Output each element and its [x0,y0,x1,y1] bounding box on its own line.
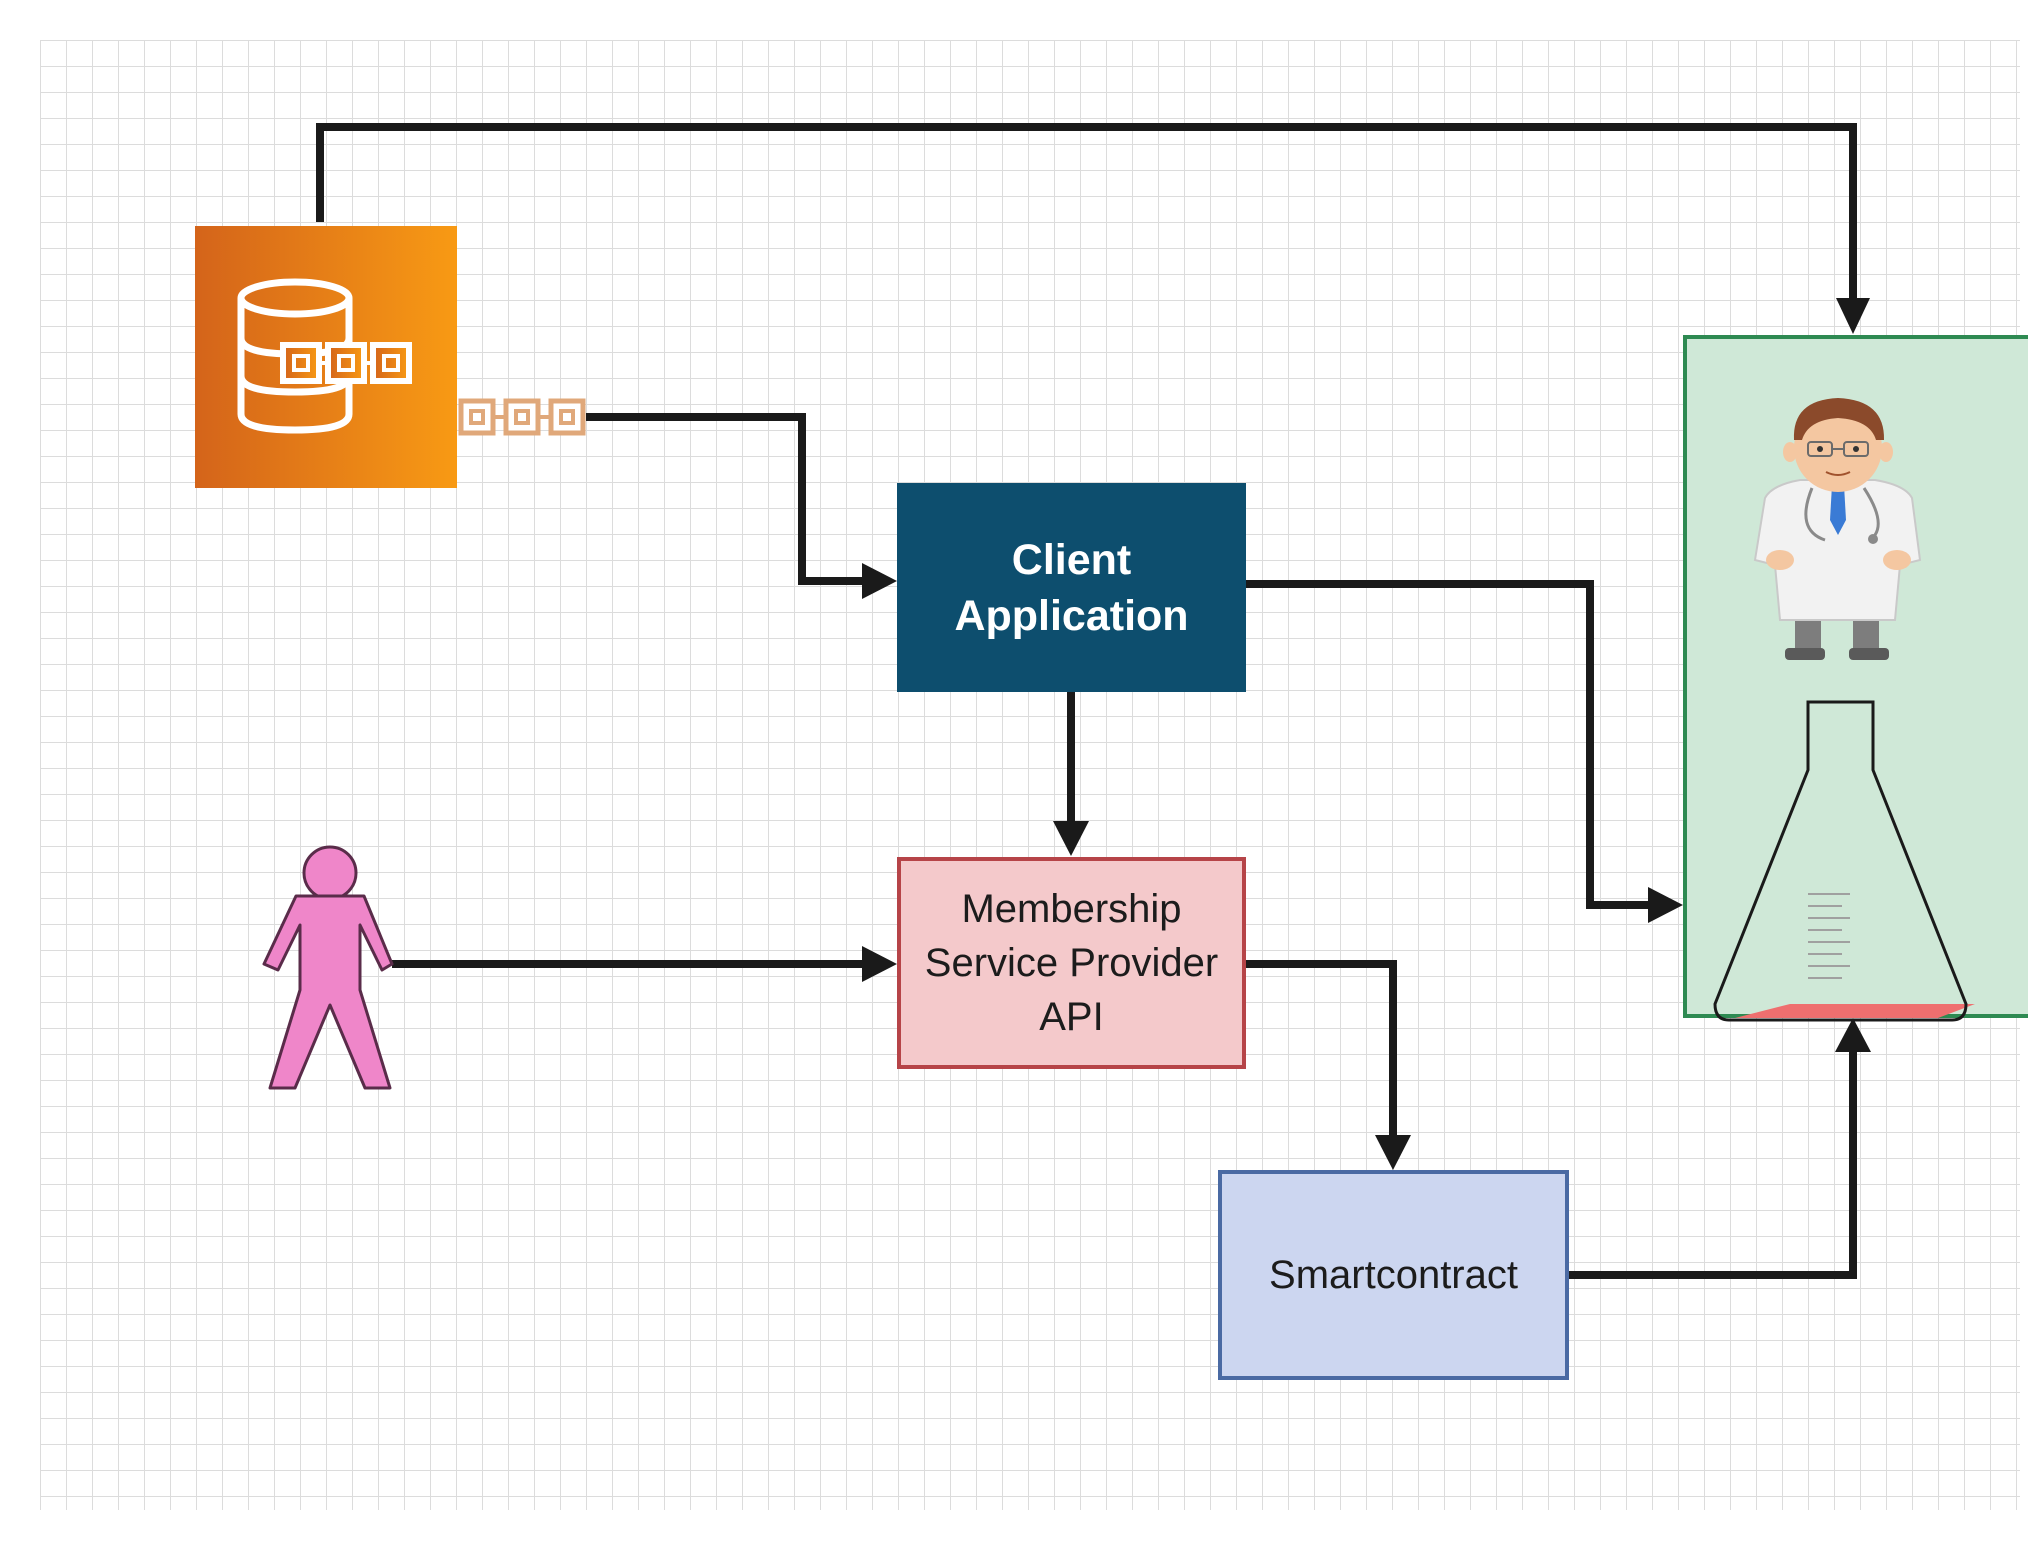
arrowhead-client-application-to-resource-panel [1648,887,1683,923]
membership-service-provider-node[interactable]: Membership Service Provider API [897,857,1246,1069]
doctor-icon [1753,398,1922,660]
edge-db-to-resource-panel [316,123,1857,312]
smartcontract-node[interactable]: Smartcontract [1218,1170,1569,1380]
edge-db-to-client-application [586,413,873,585]
blockchain-database-icon[interactable] [195,226,457,488]
arrowhead-smartcontract-to-resource-panel [1835,1018,1871,1052]
arrowhead-db-to-resource-panel [1836,298,1870,334]
arrowhead-db-to-client-application [862,563,897,599]
edge-msp-to-smartcontract [1246,960,1397,1146]
arrowhead-msp-to-smartcontract [1375,1135,1411,1170]
user-figure-icon[interactable] [262,845,394,1090]
membership-service-provider-label: Membership Service Provider API [924,887,1219,1039]
client-application-node[interactable]: Client Application [897,483,1246,692]
client-application-label: Client Application [954,535,1189,640]
arrowhead-user-to-msp [862,946,897,982]
smartcontract-label: Smartcontract [1269,1253,1518,1297]
chain-link-icon [458,398,586,436]
edge-client-application-to-resource-panel [1246,580,1660,909]
edge-smartcontract-to-resource-panel [1569,1040,1857,1279]
lab-flask-icon [1713,700,1975,1022]
arrowhead-client-application-to-msp [1053,821,1089,856]
